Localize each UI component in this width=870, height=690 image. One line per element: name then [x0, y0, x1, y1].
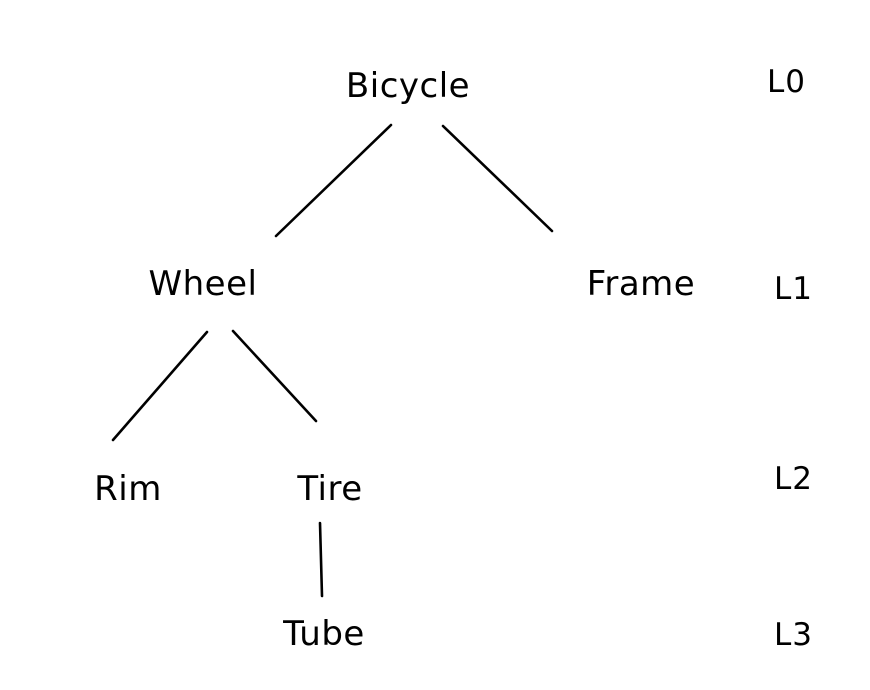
level-label-l2: L2 [774, 461, 813, 497]
node-tire[interactable]: Tire [296, 469, 362, 509]
node-wheel[interactable]: Wheel [149, 264, 258, 304]
edge-wheel-tire [231, 329, 318, 423]
edge-bicycle-wheel [274, 123, 393, 238]
node-rim[interactable]: Rim [94, 469, 162, 509]
node-tube[interactable]: Tube [282, 614, 365, 654]
node-frame[interactable]: Frame [587, 264, 695, 304]
edge-tire-tube [318, 521, 324, 598]
node-bicycle[interactable]: Bicycle [346, 66, 470, 106]
level-label-l3: L3 [774, 617, 813, 653]
level-label-l1: L1 [774, 271, 813, 307]
level-label-l0: L0 [767, 64, 806, 100]
edge-bicycle-frame [441, 124, 554, 233]
edge-wheel-rim [111, 330, 209, 442]
